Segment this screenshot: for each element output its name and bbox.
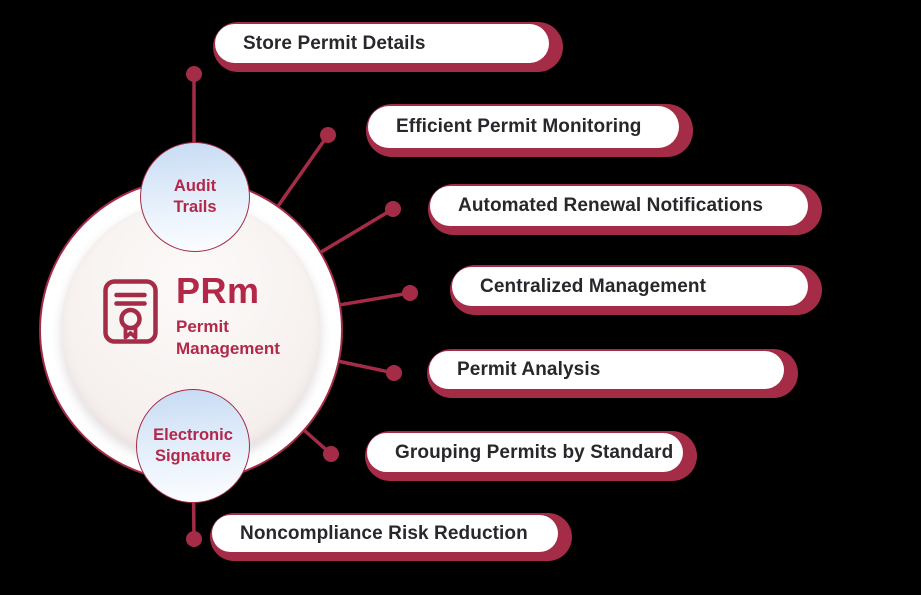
- product-name: Permit Management: [176, 316, 280, 358]
- connector-dot: [186, 531, 202, 547]
- satellite-audit-trails: Audit Trails: [140, 142, 250, 252]
- feature-label: Permit Analysis: [457, 359, 601, 380]
- feature-label: Store Permit Details: [243, 32, 426, 54]
- feature-pill-face: Noncompliance Risk Reduction: [212, 515, 558, 552]
- product-abbr: PRm: [176, 270, 260, 311]
- feature-pill-face: Automated Renewal Notifications: [430, 186, 808, 226]
- feature-pill-face: Efficient Permit Monitoring: [368, 106, 679, 148]
- feature-label: Automated Renewal Notifications: [458, 195, 764, 216]
- feature-pill-face: Store Permit Details: [215, 24, 549, 63]
- feature-label: Centralized Management: [480, 275, 707, 297]
- feature-pill-efficient-permit-monitoring: Efficient Permit Monitoring: [366, 104, 693, 157]
- feature-pill-permit-analysis: Permit Analysis: [427, 349, 798, 398]
- feature-pill-grouping-permits-by-standard: Grouping Permits by Standard: [365, 431, 697, 481]
- feature-pill-face: Permit Analysis: [429, 351, 784, 389]
- feature-pill-store-permit-details: Store Permit Details: [213, 22, 563, 72]
- feature-label: Noncompliance Risk Reduction: [240, 522, 528, 544]
- feature-label: Efficient Permit Monitoring: [396, 116, 642, 137]
- connector-dot: [402, 285, 418, 301]
- feature-pill-centralized-management: Centralized Management: [450, 265, 822, 315]
- feature-pill-face: Grouping Permits by Standard: [367, 433, 683, 472]
- certificate-icon: [103, 279, 158, 344]
- connector-dot: [323, 446, 339, 462]
- feature-label: Grouping Permits by Standard: [395, 441, 674, 463]
- satellite-label: Audit Trails: [173, 176, 217, 216]
- connector-dot: [186, 66, 202, 82]
- feature-pill-noncompliance-risk-reduction: Noncompliance Risk Reduction: [210, 513, 572, 561]
- connector-dot: [320, 127, 336, 143]
- central-label-block: PRm Permit Management: [176, 272, 326, 359]
- satellite-label: Electronic Signature: [153, 425, 233, 465]
- satellite-electronic-signature: Electronic Signature: [136, 389, 250, 503]
- feature-pill-face: Centralized Management: [452, 267, 808, 306]
- feature-pill-automated-renewal-notifications: Automated Renewal Notifications: [428, 184, 822, 235]
- connector-dot: [385, 201, 401, 217]
- connector-dot: [386, 365, 402, 381]
